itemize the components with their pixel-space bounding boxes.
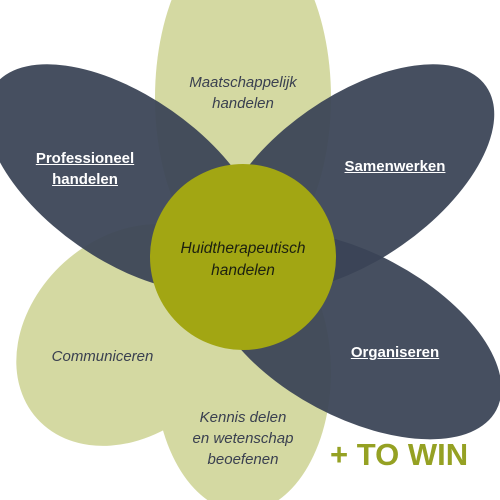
center-line-2: handelen [211,262,275,279]
petal-bottom-line-1: Kennis delen [199,409,287,426]
professioneel-handelen-link[interactable]: Professioneel handelen [15,148,155,190]
petal-upper-left-line-1: Professioneel [35,150,135,167]
petal-upper-left-line-2: handelen [52,171,118,188]
center-circle [150,164,336,350]
petal-bottom-line-3: beoefenen [207,451,279,468]
organiseren-link[interactable]: Organiseren [325,342,465,363]
petal-top-label: Maatschappelijk handelen [163,72,323,114]
petal-lower-left-label: Communiceren [30,346,175,367]
petal-top-line-2: handelen [212,95,274,112]
center-line-1: Huidtherapeutisch [180,240,306,257]
petal-upper-right-line-1: Samenwerken [344,158,446,175]
petal-top-line-1: Maatschappelijk [189,74,297,91]
petal-bottom-line-2: en wetenschap [192,430,294,447]
tagline: + TO WIN [330,437,469,472]
center-label: Huidtherapeutisch handelen [153,238,333,282]
petal-bottom-label: Kennis delen en wetenschap beoefenen [163,407,323,470]
samenwerken-link[interactable]: Samenwerken [325,156,465,177]
petal-lower-right-line-1: Organiseren [350,344,440,361]
petal-lower-left-line-1: Communiceren [51,348,154,365]
